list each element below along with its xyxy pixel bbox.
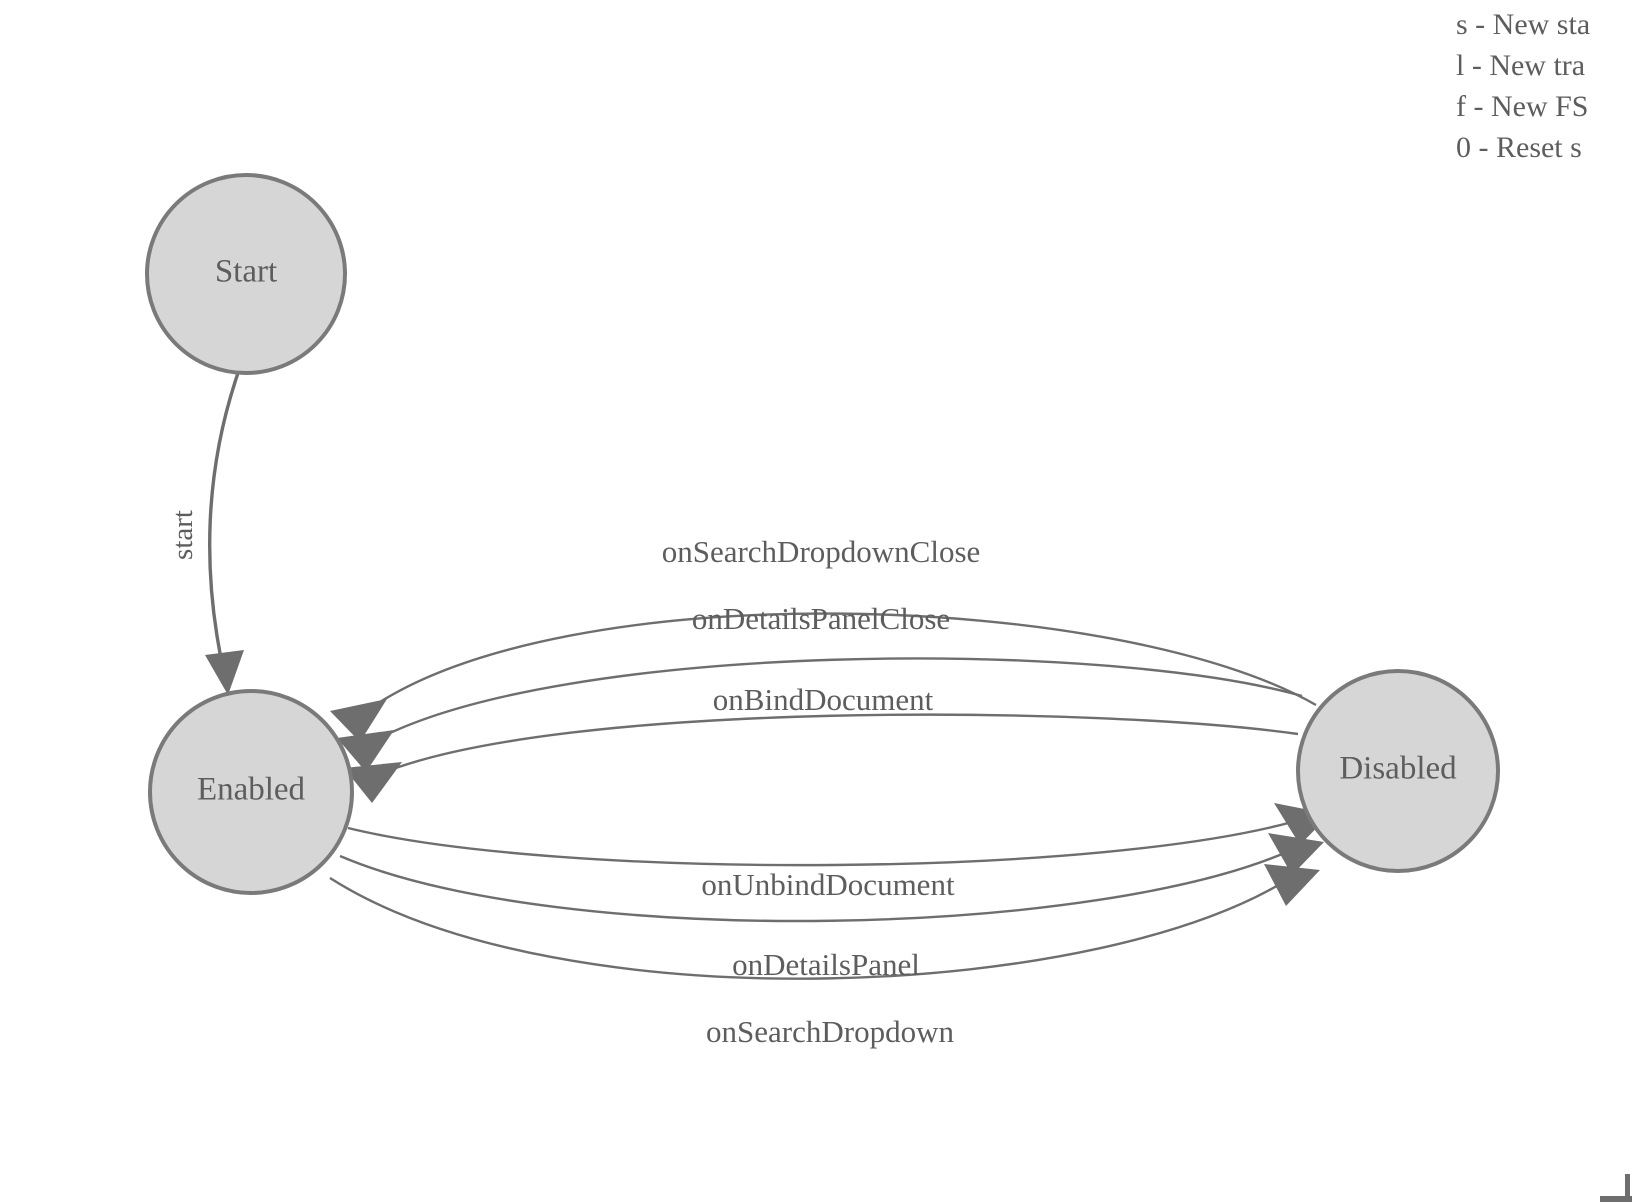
edge-path-disabled-to-enabled-2[interactable]	[371, 657, 1303, 744]
edge-start-to-enabled[interactable]	[205, 372, 244, 695]
node-start[interactable]: Start	[145, 173, 347, 375]
node-enabled[interactable]: Enabled	[148, 689, 354, 895]
edge-enabled-to-disabled-1[interactable]	[347, 803, 1330, 867]
arrowhead-start-to-enabled	[205, 650, 244, 695]
arrowhead-disabled-to-enabled-3	[344, 762, 402, 803]
arrowhead-disabled-to-enabled-1	[330, 699, 387, 742]
edge-path-disabled-to-enabled-3[interactable]	[379, 713, 1299, 776]
edge-path-start-to-enabled[interactable]	[208, 372, 240, 669]
edge-path-enabled-to-disabled-2[interactable]	[339, 844, 1301, 923]
scrollbar-corner[interactable]	[1598, 1174, 1632, 1204]
edge-label-on-details-panel: onDetailsPanel	[732, 947, 920, 982]
edge-label-on-bind-document: onBindDocument	[713, 682, 934, 717]
node-start-label: Start	[215, 254, 277, 290]
edge-disabled-to-enabled-1[interactable]	[330, 612, 1317, 742]
edge-enabled-to-disabled-3[interactable]	[329, 864, 1320, 980]
node-enabled-label: Enabled	[197, 772, 306, 808]
edge-path-enabled-to-disabled-1[interactable]	[347, 816, 1307, 867]
edge-disabled-to-enabled-2[interactable]	[337, 657, 1303, 772]
arrowhead-disabled-to-enabled-2	[337, 730, 394, 772]
horizontal-scrollbar-thumb[interactable]	[1600, 1196, 1632, 1202]
edge-disabled-to-enabled-3[interactable]	[344, 713, 1299, 803]
node-start-circle[interactable]	[145, 173, 347, 375]
edge-label-on-search-dropdown-close: onSearchDropdownClose	[662, 534, 981, 569]
edge-label-on-unbind-document: onUnbindDocument	[701, 867, 955, 902]
node-disabled-label: Disabled	[1339, 751, 1457, 787]
node-disabled-circle[interactable]	[1296, 669, 1500, 873]
vertical-scrollbar-thumb[interactable]	[1625, 1174, 1630, 1202]
node-disabled[interactable]: Disabled	[1296, 669, 1500, 873]
edge-path-enabled-to-disabled-3[interactable]	[329, 873, 1297, 980]
node-enabled-circle[interactable]	[148, 689, 354, 895]
edge-label-on-details-panel-close: onDetailsPanelClose	[692, 601, 950, 636]
edge-label-on-search-dropdown: onSearchDropdown	[706, 1014, 954, 1049]
edge-label-start: start	[167, 510, 199, 560]
arrowhead-enabled-to-disabled-2	[1268, 833, 1324, 875]
edge-path-disabled-to-enabled-1[interactable]	[364, 612, 1317, 713]
arrowhead-enabled-to-disabled-3	[1264, 864, 1320, 906]
edge-enabled-to-disabled-2[interactable]	[339, 833, 1324, 923]
